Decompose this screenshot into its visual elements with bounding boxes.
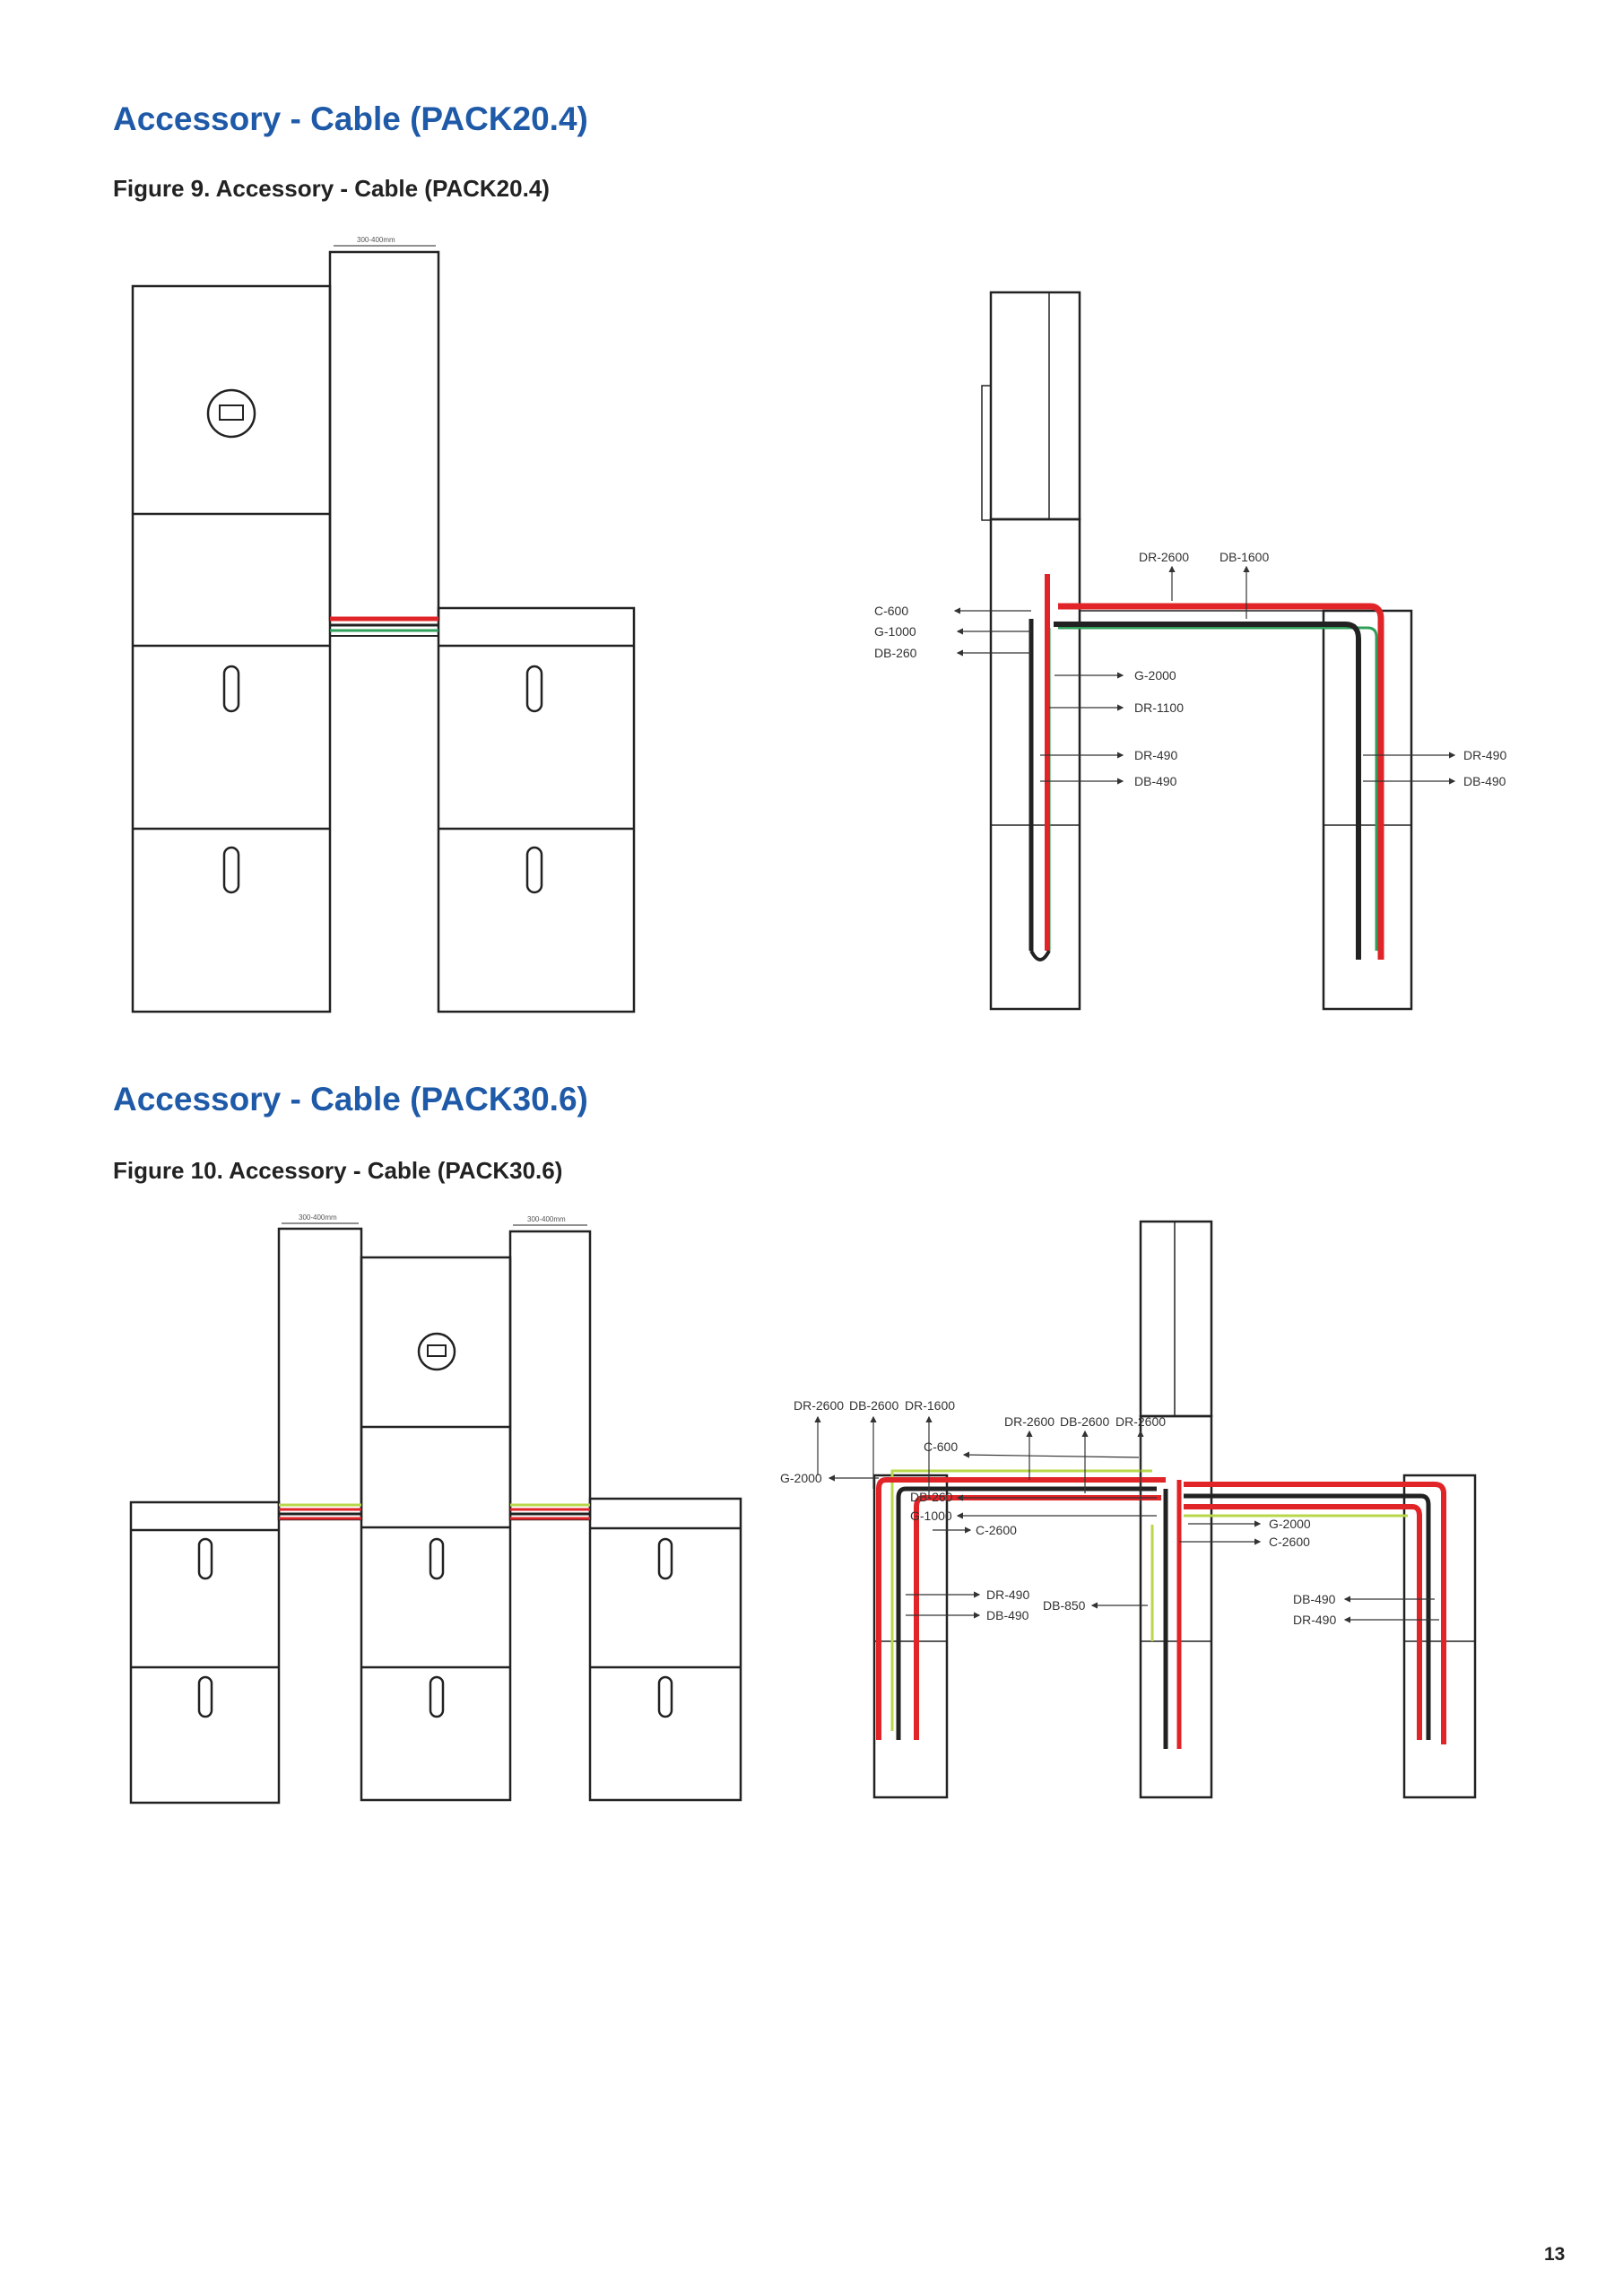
cable-label: DB-490 (1463, 774, 1506, 788)
handle-icon (197, 1675, 213, 1718)
cable-label: DB-490 (1134, 774, 1177, 788)
handle-icon (429, 1537, 445, 1580)
figure-9-wiring-view (981, 291, 1413, 1011)
cable-label: G-1000 (874, 624, 916, 639)
cable-label: DB-490 (986, 1608, 1029, 1622)
cable-label: G-1000 (910, 1509, 952, 1523)
cable-label: DR-2600 (1004, 1414, 1055, 1429)
figure-10-caption: Figure 10. Accessory - Cable (PACK30.6) (113, 1157, 563, 1184)
handle-icon (222, 846, 240, 894)
figure-10-front-view (129, 1222, 742, 1805)
page-number: 13 (1544, 2244, 1566, 2265)
cable-label: DB-2600 (1060, 1414, 1109, 1429)
cable-label: DR-2600 (1115, 1414, 1166, 1429)
handle-icon (657, 1537, 673, 1580)
cable-label: DR-490 (986, 1587, 1029, 1602)
cable-label: DB-1600 (1219, 550, 1269, 564)
cable-label: DB-260 (910, 1490, 953, 1504)
handle-icon (525, 665, 543, 713)
dimension-label: 300-400mm (357, 236, 395, 244)
cable-label: DR-2600 (794, 1398, 844, 1413)
cable-label: DB-490 (1293, 1592, 1336, 1606)
cable-label: DR-1600 (905, 1398, 955, 1413)
cable-label: C-600 (874, 604, 908, 618)
logo-icon (206, 388, 256, 439)
section-title-pack30: Accessory - Cable (PACK30.6) (113, 1081, 588, 1118)
cable-label: DB-260 (874, 646, 917, 660)
cable-label: DR-490 (1134, 748, 1177, 762)
cable-label: C-2600 (976, 1523, 1017, 1537)
dimension-label: 300-400mm (527, 1215, 566, 1223)
cable-label: DR-490 (1463, 748, 1506, 762)
handle-icon (525, 846, 543, 894)
figure-9-front-view (131, 245, 636, 1013)
handle-icon (429, 1675, 445, 1718)
cable-label: G-2000 (780, 1471, 822, 1485)
cable-label: DR-490 (1293, 1613, 1336, 1627)
cable-label: DR-2600 (1139, 550, 1189, 564)
handle-icon (657, 1675, 673, 1718)
figure-10-wiring-view (872, 1220, 1477, 1799)
dimension-label: 300-400mm (299, 1213, 337, 1222)
cable-label: G-2000 (1269, 1517, 1311, 1531)
cable-label: C-600 (924, 1439, 958, 1454)
cable-label: G-2000 (1134, 668, 1176, 683)
section-title-pack20: Accessory - Cable (PACK20.4) (113, 100, 588, 137)
figure-9-caption: Figure 9. Accessory - Cable (PACK20.4) (113, 175, 550, 202)
handle-icon (197, 1537, 213, 1580)
logo-icon (417, 1332, 456, 1371)
cable-label: DB-2600 (849, 1398, 898, 1413)
cable-label: DB-850 (1043, 1598, 1086, 1613)
cable-label: DR-1100 (1134, 700, 1184, 715)
handle-icon (222, 665, 240, 713)
cable-label: C-2600 (1269, 1535, 1310, 1549)
